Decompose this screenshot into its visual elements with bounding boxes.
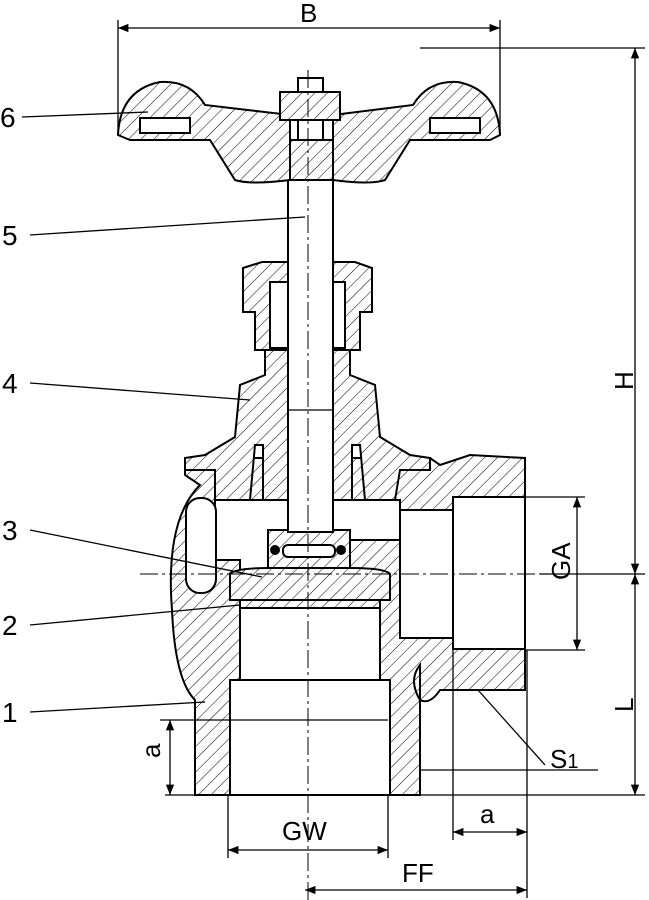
dim-a-left: a xyxy=(136,743,166,758)
dim-S1-sub: 1 xyxy=(567,751,578,773)
dim-S1-main: S xyxy=(550,744,567,774)
dim-H: H xyxy=(609,371,639,390)
valve-stem xyxy=(287,77,334,533)
part-number-5: 5 xyxy=(2,220,18,251)
dim-L: L xyxy=(609,698,639,712)
part-number-3: 3 xyxy=(2,515,18,546)
dim-GA: GA xyxy=(546,542,576,580)
valve-seat xyxy=(239,599,381,609)
dim-B: B xyxy=(300,0,317,28)
dim-FF: FF xyxy=(402,858,434,888)
handwheel xyxy=(116,80,502,184)
part-number-6: 6 xyxy=(0,102,16,133)
part-number-4: 4 xyxy=(2,368,18,399)
dim-S1: S1 xyxy=(550,744,578,774)
dim-GW: GW xyxy=(282,816,327,846)
leader-lines xyxy=(21,111,546,766)
dimension-lines xyxy=(117,20,645,898)
part-number-1: 1 xyxy=(2,697,18,728)
dim-a-bottom: a xyxy=(480,799,495,829)
part-number-2: 2 xyxy=(2,610,18,641)
valve-body xyxy=(169,453,526,796)
